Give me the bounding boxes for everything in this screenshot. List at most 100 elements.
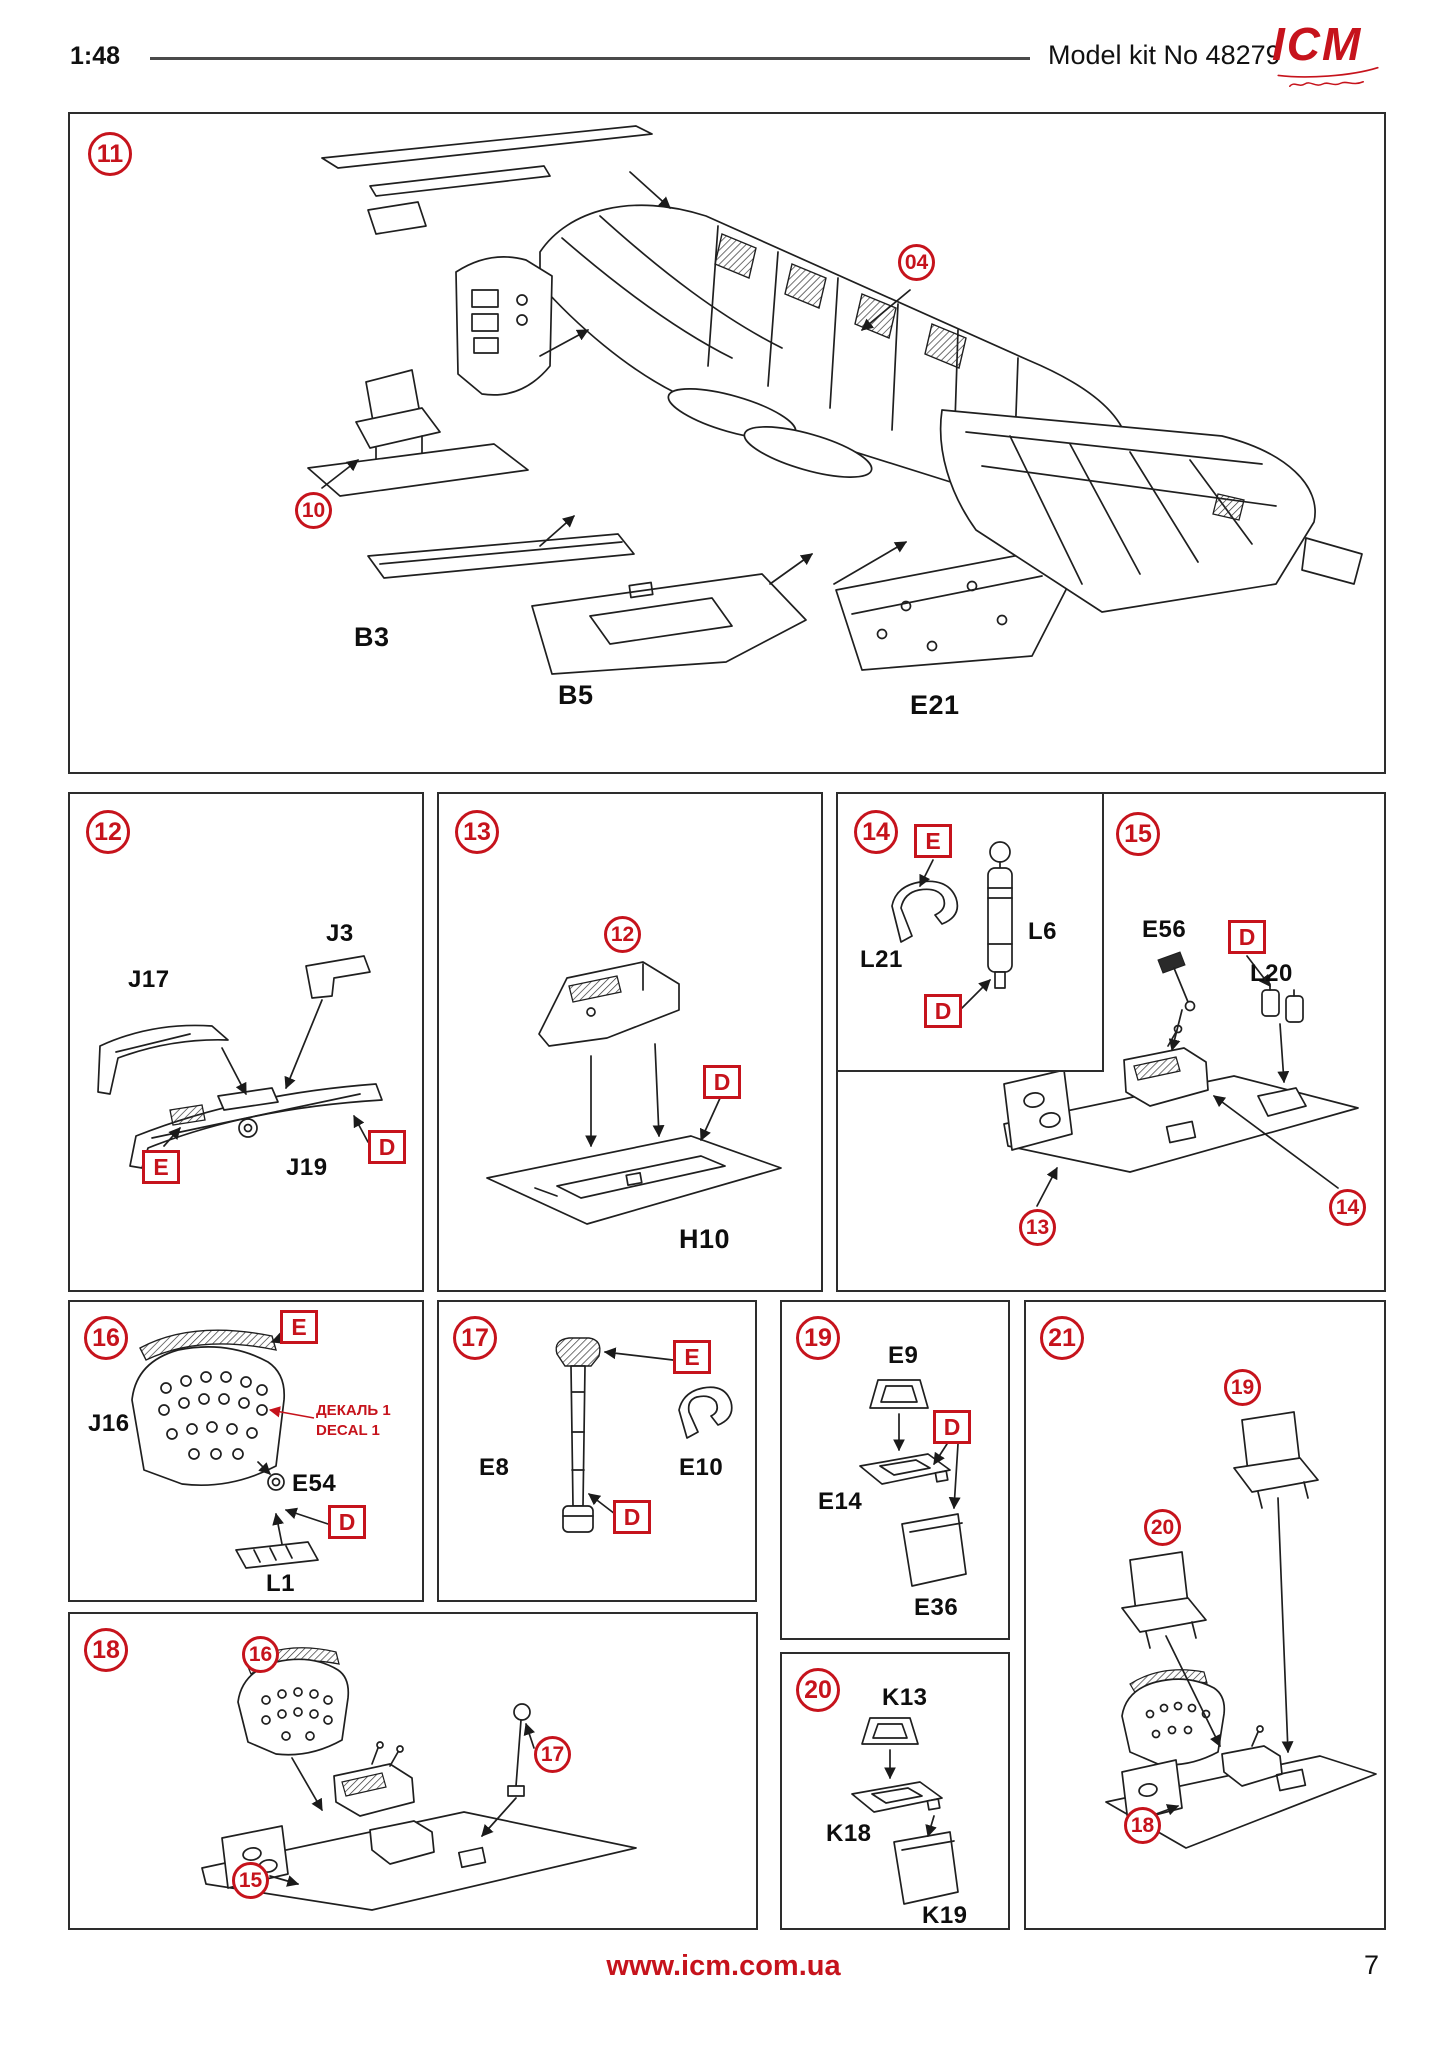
part-e54 <box>267 1473 285 1491</box>
part-label-j3: J3 <box>326 920 354 947</box>
lever-17 <box>507 1703 531 1797</box>
step-15-diagram <box>1003 951 1359 1207</box>
website-url: www.icm.com.ua <box>606 1950 841 1982</box>
assembly-arrows <box>919 859 991 1009</box>
ref-step-17-badge: 17 <box>534 1736 571 1773</box>
step-16-panel: 16 E J16 ДЕКАЛЬ 1 DECAL 1 E54 D L1 <box>68 1300 424 1602</box>
part-label-l21: L21 <box>860 946 903 973</box>
door-k19 <box>893 1831 959 1905</box>
part-label-j19: J19 <box>286 1154 328 1181</box>
ref-step-13-badge: 13 <box>1019 1209 1056 1246</box>
part-label-e21: E21 <box>910 690 960 720</box>
wing-strips <box>321 125 653 235</box>
part-label-e36: E36 <box>914 1594 959 1621</box>
center-console <box>333 1741 415 1817</box>
step-20-badge: 20 <box>796 1668 840 1712</box>
cockpit-floor <box>201 1811 637 1911</box>
icm-logo-text: ICM <box>1272 18 1363 70</box>
step-21-badge: 21 <box>1040 1316 1084 1360</box>
header-rule <box>150 57 1030 60</box>
step-17-callout-d: D <box>613 1500 651 1534</box>
ref-step-19-badge: 19 <box>1224 1369 1261 1406</box>
step-16-callout-e: E <box>280 1310 318 1344</box>
cockpit-floor-assembly <box>1003 1024 1359 1173</box>
decal-note-line2: DECAL 1 <box>316 1422 380 1439</box>
part-label-k18: K18 <box>826 1820 872 1847</box>
assembly-arrows <box>269 1722 536 1887</box>
step-20-diagram <box>851 1717 959 1905</box>
assembly-arrows <box>163 999 369 1147</box>
step-16-callout-d: D <box>328 1505 366 1539</box>
bracket-j3 <box>305 955 371 999</box>
step-15-callout-d: D <box>1228 920 1266 954</box>
step-12-panel: 12 J17 J3 J19 E D <box>68 792 424 1292</box>
center-hinge <box>169 1087 279 1138</box>
step-13-callout-d: D <box>703 1065 741 1099</box>
part-label-e54: E54 <box>292 1470 337 1497</box>
scale-label: 1:48 <box>70 42 121 70</box>
part-label-l6: L6 <box>1028 918 1058 945</box>
rack-l1 <box>235 1541 319 1569</box>
bay-part-b5 <box>531 573 807 675</box>
ref-step-16-badge: 16 <box>242 1636 279 1673</box>
ref-step-15-badge: 15 <box>232 1862 269 1899</box>
step-12-callout-e: E <box>142 1150 180 1184</box>
instrument-panel-j16 <box>131 1329 286 1487</box>
part-label-e56: E56 <box>1142 916 1187 943</box>
step-12-diagram <box>97 955 383 1169</box>
step-13-badge: 13 <box>455 810 499 854</box>
assembly-arrows <box>585 1043 722 1148</box>
fuel-tanks <box>667 388 873 478</box>
step-15-badge: 15 <box>1116 812 1160 856</box>
part-label-b5: B5 <box>558 680 594 710</box>
step-14-diagram <box>891 841 1013 1009</box>
hook-l21 <box>891 880 959 943</box>
pilot-seat <box>307 369 529 497</box>
step-12-badge: 12 <box>86 810 130 854</box>
icm-logo: ICM <box>1272 18 1396 92</box>
icm-logo-swoosh <box>1277 66 1379 78</box>
assembly-arrows <box>321 171 911 585</box>
console-subassembly <box>538 961 680 1047</box>
step-21-diagram <box>1105 1411 1377 1849</box>
part-label-e10: E10 <box>679 1454 724 1481</box>
box-k13 <box>861 1717 919 1745</box>
part-label-h10: H10 <box>679 1224 731 1254</box>
part-label-e14: E14 <box>818 1488 863 1515</box>
step-17-callout-e: E <box>673 1340 711 1374</box>
ref-step-10-badge: 10 <box>295 492 332 529</box>
part-label-j17: J17 <box>128 966 170 993</box>
icm-logo-script <box>1289 81 1364 87</box>
box-e9 <box>869 1379 929 1409</box>
step-20-panel: 20 K13 K18 K19 <box>780 1652 1010 1930</box>
ref-step-14-badge: 14 <box>1329 1189 1366 1226</box>
ref-step-04-badge: 04 <box>898 244 935 281</box>
door-e36 <box>901 1513 967 1587</box>
step-18-panel: 18 16 17 15 <box>68 1612 758 1930</box>
frame-part-e21 <box>835 549 1073 671</box>
step-12-callout-d: D <box>368 1130 406 1164</box>
kit-number: Model kit No 48279 <box>1048 40 1281 70</box>
part-label-e9: E9 <box>888 1342 919 1369</box>
rear-fuselage <box>939 409 1363 613</box>
step-15-panel: 14 E L21 L6 D 15 E56 D L20 13 14 <box>836 792 1386 1292</box>
step-21-panel: 21 19 20 18 <box>1024 1300 1386 1930</box>
step-17-panel: 17 E E8 E10 D <box>437 1300 757 1602</box>
part-label-j16: J16 <box>88 1410 130 1437</box>
step-14-panel: 14 E L21 L6 D <box>836 792 1104 1072</box>
ref-step-20-badge: 20 <box>1144 1509 1181 1546</box>
step-11-panel: 11 04 10 B3 B5 E21 <box>68 112 1386 774</box>
part-label-b3: B3 <box>354 622 390 652</box>
assembly-arrows <box>1036 955 1339 1207</box>
part-label-l1: L1 <box>266 1570 296 1597</box>
step-13-diagram <box>486 961 782 1225</box>
rail-j17 <box>97 1024 229 1095</box>
knobs-l20 <box>1261 983 1304 1023</box>
hook-e10 <box>678 1386 733 1439</box>
step-14-badge: 14 <box>854 810 898 854</box>
part-label-k13: K13 <box>882 1684 928 1711</box>
step-14-callout-e: E <box>914 824 952 858</box>
step-19-panel: 19 E9 D E14 E36 <box>780 1300 1010 1640</box>
step-11-diagram <box>307 125 1363 675</box>
assembly-arrows <box>588 1347 674 1515</box>
